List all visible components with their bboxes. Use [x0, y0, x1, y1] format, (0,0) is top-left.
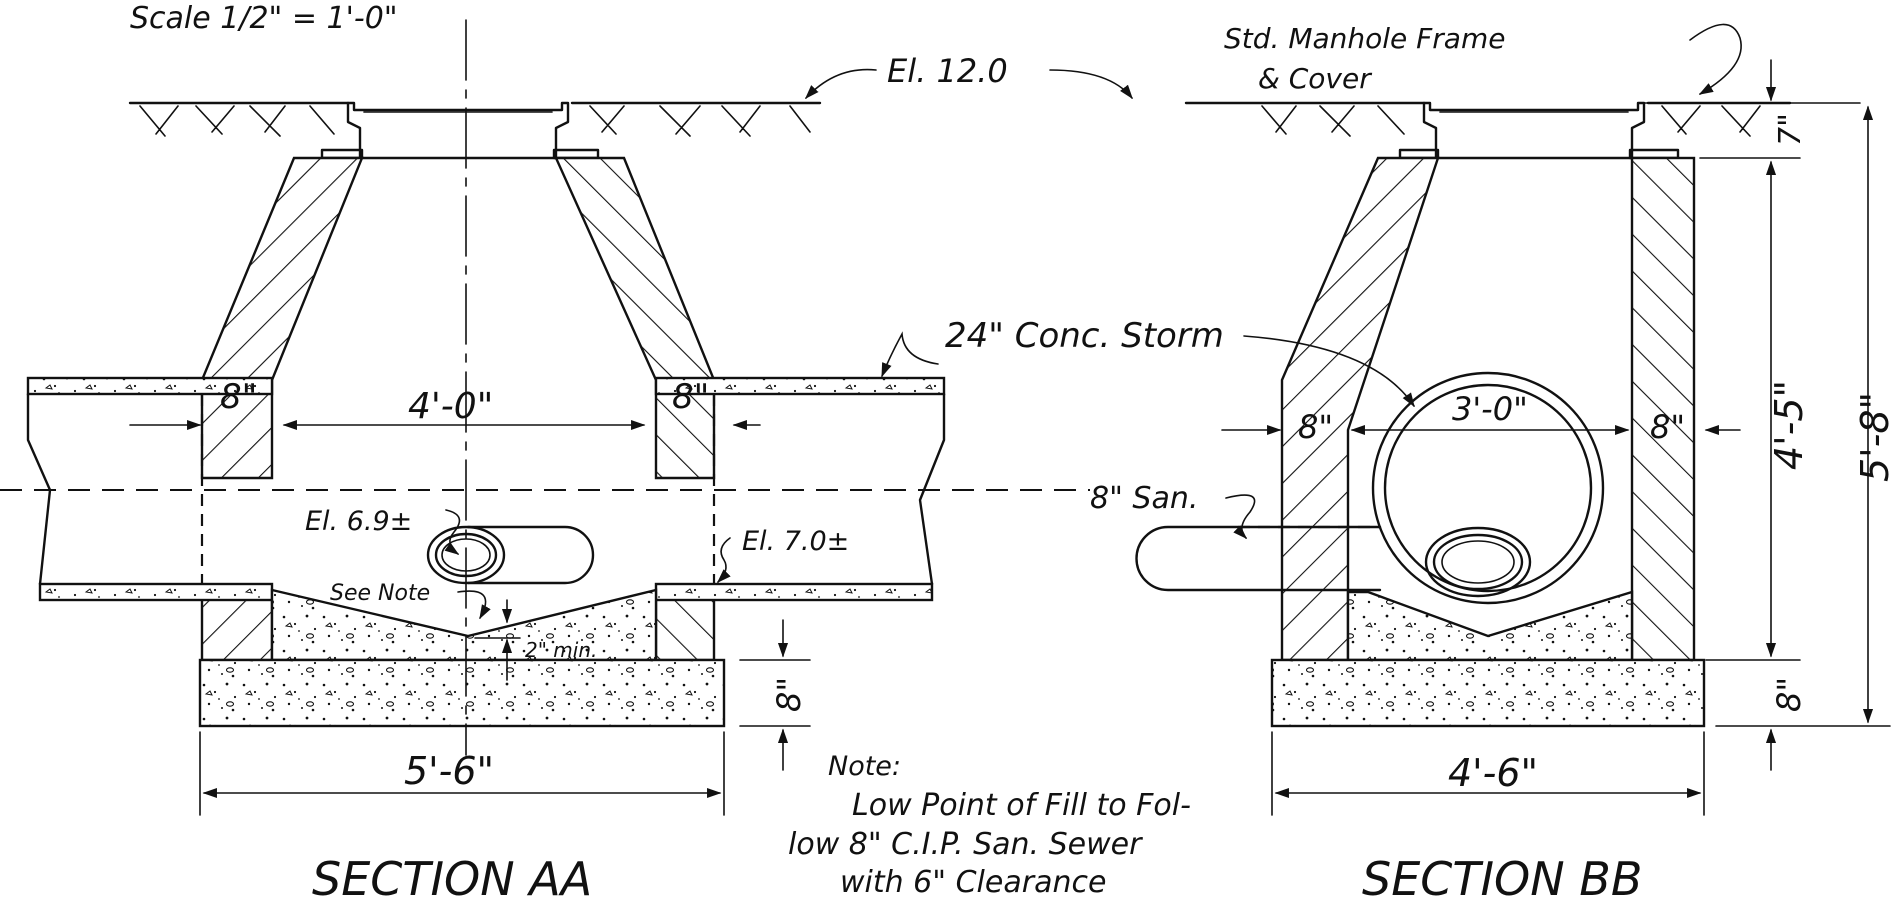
section-bb-title: SECTION BB: [1362, 852, 1642, 906]
dim-total-bb: 5'-8": [1853, 392, 1897, 482]
dim-base-width-bb: 4'-6": [1448, 751, 1538, 795]
shared-labels: El. 12.0 24" Conc. Storm 8" San. Note: L…: [788, 52, 1224, 900]
cone-wall-right-aa: [554, 156, 716, 480]
bench-fill-aa: [270, 588, 658, 662]
ground-line-aa: [128, 101, 822, 137]
dim-wall-left-aa: 8": [220, 377, 257, 417]
label-storm-pipe: 24" Conc. Storm: [945, 316, 1224, 356]
base-slab-aa: [198, 658, 726, 728]
label-el-69: El. 6.9±: [305, 506, 412, 537]
storm-pipe-right-aa: [654, 376, 946, 602]
note-line-2: low 8" C.I.P. San. Sewer: [788, 827, 1143, 862]
dim-base-thk-bb: 8": [1770, 677, 1808, 712]
storm-pipe-left-aa: [26, 376, 274, 602]
section-bb: Std. Manhole Frame & Cover 8" 3'-0" 8" 4…: [1135, 22, 1897, 906]
note-line-3: with 6" Clearance: [840, 865, 1106, 900]
label-el-70: El. 7.0±: [742, 526, 849, 557]
san-pipe-bb: [1135, 525, 1532, 598]
ground-line-bb: [1184, 101, 1792, 137]
scale-note: Scale 1/2" = 1'-0": [130, 1, 398, 36]
section-aa-title: SECTION AA: [312, 852, 592, 906]
dim-wall-right-bb: 8": [1650, 408, 1685, 446]
dim-wall-left-bb: 8": [1298, 408, 1333, 446]
base-wall-left-aa: [200, 588, 274, 662]
section-aa: Scale 1/2" = 1'-0" 8" 4'-0" 8" El. 6.9± …: [0, 1, 1090, 906]
frame-cover-aa: [320, 101, 600, 160]
label-2-min: 2" min.: [525, 638, 597, 662]
dim-frame-bb: 7": [1773, 113, 1808, 146]
frame-cover-bb: [1398, 101, 1680, 160]
dim-inside-aa: 4'-0": [408, 386, 493, 427]
label-el-12: El. 12.0: [887, 52, 1008, 90]
san-pipe-aa: [426, 525, 595, 585]
storm-pipe-bb: [1371, 371, 1605, 605]
dim-shaft-bb: 4'-5": [1767, 380, 1811, 470]
cone-wall-left-aa: [200, 156, 364, 480]
label-frame-cover-2: & Cover: [1258, 62, 1372, 95]
dim-wall-right-aa: 8": [672, 377, 709, 417]
label-san-pipe: 8" San.: [1090, 481, 1198, 516]
note-title: Note:: [828, 751, 901, 782]
label-see-note: See Note: [330, 581, 430, 606]
dim-base-width-aa: 5'-6": [404, 749, 494, 793]
label-frame-cover-1: Std. Manhole Frame: [1224, 22, 1505, 55]
base-slab-bb: [1270, 658, 1706, 728]
dim-base-thk-aa: 8": [770, 677, 808, 712]
note-line-1: Low Point of Fill to Fol-: [852, 788, 1191, 823]
dim-pipe-bb: 3'-0": [1452, 390, 1528, 428]
wall-right-bb: [1630, 156, 1696, 662]
